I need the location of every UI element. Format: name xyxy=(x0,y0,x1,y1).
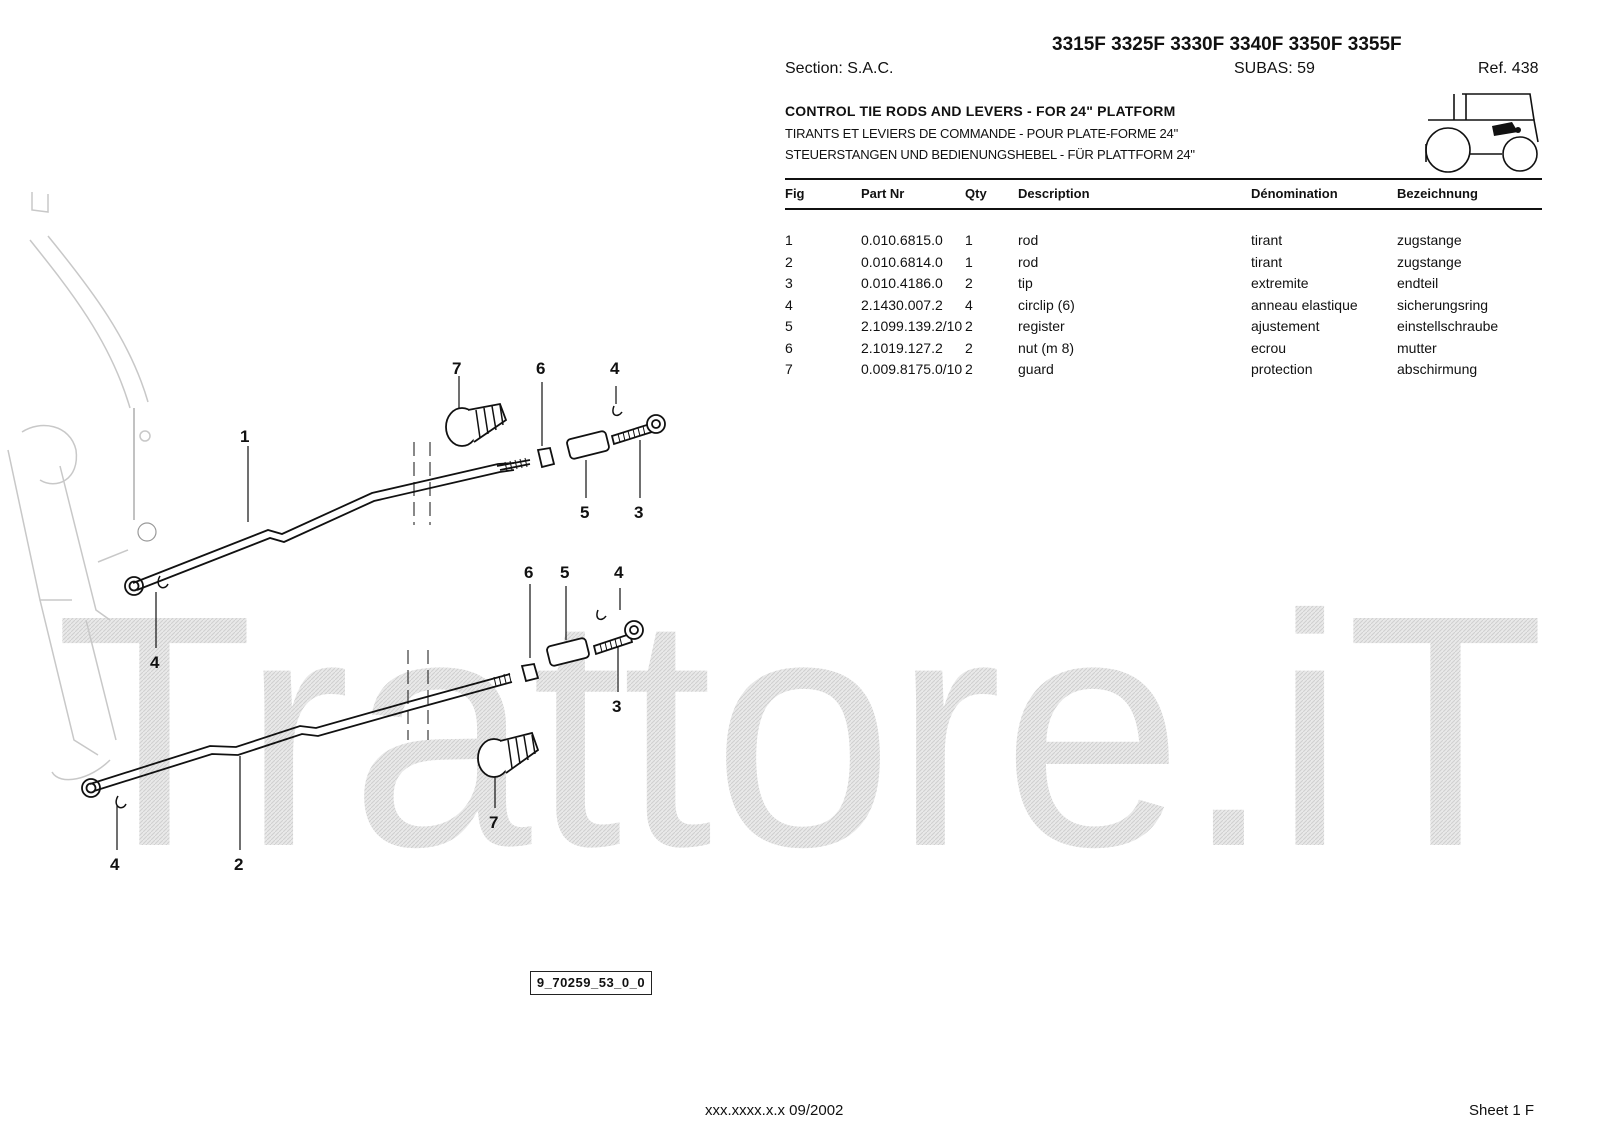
cell-fig: 5 xyxy=(785,318,793,334)
table-row: 2 0.010.6814.0 1 rod tirant zugstange xyxy=(785,254,1542,276)
table-header-rule xyxy=(785,208,1542,210)
exploded-diagram: 7 6 4 1 5 3 4 6 5 4 3 7 4 2 xyxy=(7,192,666,874)
cell-bezeichnung: abschirmung xyxy=(1397,361,1478,377)
cell-part-nr: 0.010.6815.0 xyxy=(861,232,943,248)
callout-top-circlip: 4 xyxy=(610,359,620,378)
table-row: 3 0.010.4186.0 2 tip extremite endteil xyxy=(785,275,1542,297)
cell-description: tip xyxy=(1018,275,1033,291)
cell-description: rod xyxy=(1018,232,1039,248)
table-row: 4 2.1430.007.2 4 circlip (6) anneau elastiqu… xyxy=(785,297,1542,319)
cell-part-nr: 2.1099.139.2/10 xyxy=(861,318,963,334)
callout-rod-1: 1 xyxy=(240,427,249,446)
table-row: 6 2.1019.127.2 2 nut (m 8) ecrou mutter xyxy=(785,340,1542,362)
cell-denomination: anneau elastique xyxy=(1251,296,1358,313)
cell-part-nr: 2.1430.007.2 xyxy=(861,296,943,313)
col-part-nr: Part Nr xyxy=(861,186,905,201)
cell-fig: 3 xyxy=(785,275,793,291)
cell-denomination: extremite xyxy=(1251,275,1309,291)
callout-left-circlip: 4 xyxy=(150,653,160,672)
cell-denomination: ajustement xyxy=(1251,318,1320,334)
callout-bottom-circlip: 4 xyxy=(614,563,624,582)
watermark-text: Trattore.iT xyxy=(55,600,1545,860)
callout-rod-2: 2 xyxy=(234,855,243,874)
cell-fig: 7 xyxy=(785,361,793,377)
cell-fig: 1 xyxy=(785,232,793,248)
cell-description: register xyxy=(1018,318,1065,334)
callout-top-tip: 3 xyxy=(634,503,643,522)
callout-bottom-nut: 6 xyxy=(524,563,533,582)
cell-denomination: protection xyxy=(1251,361,1313,377)
cell-part-nr: 0.010.6814.0 xyxy=(861,253,943,270)
title-german: STEUERSTANGEN UND BEDIENUNGSHEBEL - FÜR … xyxy=(785,147,1195,162)
callout-bottom-left-circlip: 4 xyxy=(110,855,120,874)
cell-qty: 2 xyxy=(965,361,973,377)
cell-fig: 2 xyxy=(785,253,793,270)
cell-qty: 4 xyxy=(965,296,973,313)
cell-bezeichnung: einstellschraube xyxy=(1397,318,1499,334)
cell-denomination: tirant xyxy=(1251,253,1283,270)
ref-label: Ref. 438 xyxy=(1478,60,1539,77)
cell-description: circlip (6) xyxy=(1018,296,1075,313)
cell-part-nr: 0.010.4186.0 xyxy=(861,275,943,291)
col-description: Description xyxy=(1018,186,1090,201)
table-header-row: Fig Part Nr Qty Description Dénomination… xyxy=(785,182,1542,215)
cell-bezeichnung: zugstange xyxy=(1397,253,1462,270)
cell-description: rod xyxy=(1018,253,1039,270)
parts-table: Fig Part Nr Qty Description Dénomination… xyxy=(785,182,1542,383)
tractor-icon xyxy=(1425,93,1539,173)
cell-part-nr: 2.1019.127.2 xyxy=(861,339,943,356)
col-qty: Qty xyxy=(965,186,987,201)
footer-code: xxx.xxxx.x.x 09/2002 xyxy=(705,1102,844,1119)
models-title: 3315F 3325F 3330F 3340F 3350F 3355F xyxy=(1052,34,1402,55)
subas-label: SUBAS: 59 xyxy=(1234,60,1315,77)
table-spacer xyxy=(785,215,1542,232)
callout-top-guard: 7 xyxy=(452,359,461,378)
callout-bottom-register: 5 xyxy=(560,563,569,582)
cell-fig: 4 xyxy=(785,296,793,313)
cell-description: nut (m 8) xyxy=(1018,339,1075,356)
section-label: Section: S.A.C. xyxy=(785,60,894,77)
cell-denomination: ecrou xyxy=(1251,339,1287,356)
drawing-number: 9_70259_53_0_0 xyxy=(530,971,652,995)
callout-bottom-guard: 7 xyxy=(489,813,498,832)
cell-qty: 2 xyxy=(965,275,973,291)
cell-fig: 6 xyxy=(785,339,793,356)
cell-bezeichnung: mutter xyxy=(1397,339,1437,356)
title-french: TIRANTS ET LEVIERS DE COMMANDE - POUR PL… xyxy=(785,126,1178,141)
cell-qty: 1 xyxy=(965,232,973,248)
cell-description: guard xyxy=(1018,361,1054,377)
sheet-label: Sheet 1 F xyxy=(1469,1102,1535,1119)
table-top-rule xyxy=(785,178,1542,180)
col-denomination: Dénomination xyxy=(1251,186,1338,201)
callout-bottom-tip: 3 xyxy=(612,697,621,716)
title-english: CONTROL TIE RODS AND LEVERS - FOR 24" PL… xyxy=(785,103,1176,119)
cell-bezeichnung: zugstange xyxy=(1397,232,1462,248)
cell-bezeichnung: sicherungsring xyxy=(1397,296,1489,313)
watermark: Trattore.iT xyxy=(55,600,1545,860)
cell-part-nr: 0.009.8175.0/10 xyxy=(861,361,963,377)
cell-qty: 1 xyxy=(965,253,973,270)
cell-qty: 2 xyxy=(965,318,973,334)
table-row: 1 0.010.6815.0 1 rod tirant zugstange xyxy=(785,232,1542,254)
col-fig: Fig xyxy=(785,186,805,201)
cell-bezeichnung: endteil xyxy=(1397,275,1439,291)
callout-top-nut: 6 xyxy=(536,359,545,378)
cell-qty: 2 xyxy=(965,339,973,356)
col-bezeichnung: Bezeichnung xyxy=(1397,186,1478,201)
cell-denomination: tirant xyxy=(1251,232,1283,248)
callout-top-register: 5 xyxy=(580,503,589,522)
